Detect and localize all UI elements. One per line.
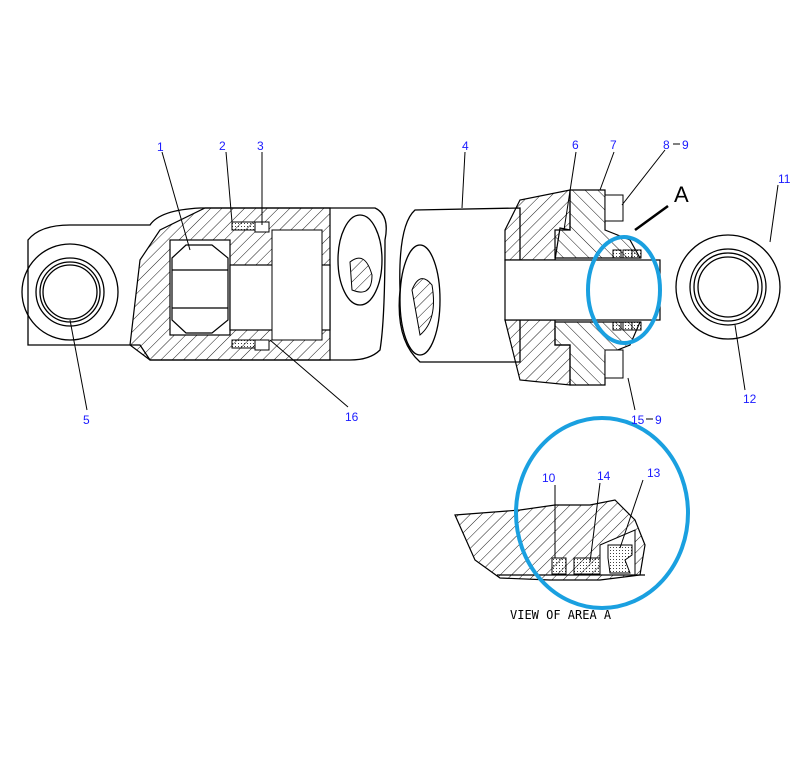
callout-5: 5 bbox=[83, 413, 90, 427]
callout-16: 16 bbox=[345, 410, 359, 424]
eye-left bbox=[21, 243, 119, 341]
area-a-highlight bbox=[586, 235, 662, 345]
callout-11: 11 bbox=[778, 172, 791, 186]
callout-8-qty: 9 bbox=[682, 138, 689, 152]
eye-right bbox=[675, 234, 781, 340]
leader-lines bbox=[69, 149, 779, 563]
rod-end-assembly bbox=[398, 189, 781, 386]
bolt-15 bbox=[604, 349, 624, 379]
seal-10 bbox=[551, 557, 567, 575]
wiper-13 bbox=[607, 544, 633, 574]
callout-14: 14 bbox=[597, 469, 611, 483]
detail-view-area-a: VIEW OF AREA A bbox=[454, 416, 690, 622]
seal-14 bbox=[573, 557, 601, 575]
callout-6: 6 bbox=[572, 138, 579, 152]
area-a-label: A bbox=[674, 182, 689, 207]
callout-1: 1 bbox=[157, 140, 164, 154]
callout-15: 15 bbox=[631, 413, 645, 427]
callout-3: 3 bbox=[257, 139, 264, 153]
callout-8: 8 bbox=[663, 138, 670, 152]
callout-labels: 1 2 3 4 5 16 6 7 8 9 A 11 12 15 9 10 14 … bbox=[83, 138, 791, 485]
nut-1 bbox=[171, 244, 229, 334]
detail-caption: VIEW OF AREA A bbox=[510, 608, 612, 622]
callout-13: 13 bbox=[647, 466, 661, 480]
bolt-8 bbox=[604, 194, 624, 222]
rod-right bbox=[504, 259, 661, 321]
callout-15-qty: 9 bbox=[655, 413, 662, 427]
detail-highlight bbox=[514, 416, 690, 610]
area-a-pointer bbox=[634, 204, 669, 232]
head-end-assembly bbox=[21, 207, 387, 361]
callout-12: 12 bbox=[743, 392, 757, 406]
callout-4: 4 bbox=[462, 139, 469, 153]
callout-7: 7 bbox=[610, 138, 617, 152]
callout-2: 2 bbox=[219, 139, 226, 153]
callout-10: 10 bbox=[542, 471, 556, 485]
